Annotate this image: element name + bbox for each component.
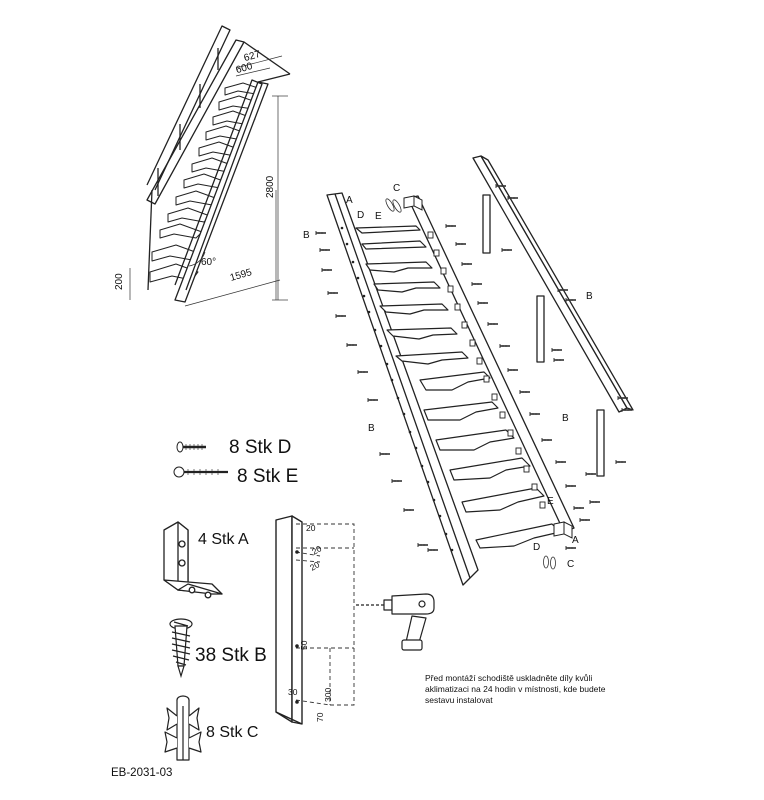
label-a-top: A [346,195,353,206]
exploded-left-stringer-holes [340,226,454,552]
part-d-screw [176,441,206,453]
document-code: EB-2031-03 [111,767,173,779]
note-line: aklimatizaci na 24 hodin v místnosti, kd… [425,684,606,694]
drill-template-board [275,515,303,725]
label-b-right-top: B [586,291,593,302]
exploded-treads [355,225,561,549]
drill-dim-300: 300 [323,687,333,702]
exploded-handrail [472,155,634,477]
part-d-label: 8 Stk D [229,437,292,458]
acclimatization-note: Před montáží schodiště uskladněte díly k… [425,673,625,706]
note-line: sestavu instalovat [425,695,493,705]
overview-stair [146,25,291,303]
part-a-label: 4 Stk A [198,531,249,548]
part-b-screw [169,618,193,679]
part-a-bracket [163,521,223,599]
label-d-bottom: D [533,542,541,553]
note-line: Před montáží schodiště uskladněte díly k… [425,673,593,683]
drill-template-holes [295,550,299,704]
label-a-bottom: A [572,535,579,546]
exploded-right-stringer-slots [427,231,546,509]
label-b-left-mid: B [368,423,375,434]
part-c-label: 8 Stk C [206,724,259,741]
part-e-screw [173,466,228,478]
drill-dim-70: 70 [315,712,325,722]
exploded-dowels [385,198,556,570]
drill-dim-30: 30 [288,687,298,697]
exploded-brackets [403,195,573,539]
label-d-top: D [357,210,365,221]
part-e-label: 8 Stk E [237,466,299,487]
part-c-dowel [164,695,202,761]
overview-dim-2800: 2800 [265,175,276,198]
overview-dimensions [129,55,288,307]
label-e-top: E [375,211,382,222]
drill-dim-50: 50 [299,640,309,650]
exploded-fasteners [315,183,633,553]
power-drill-icon [356,593,435,651]
part-b-label: 38 Stk B [195,645,267,666]
overview-dim-200: 200 [114,273,125,290]
overview-dim-angle: 60° [201,257,217,268]
label-c-bottom: C [567,559,575,570]
exploded-left-stringer [326,192,479,586]
label-e-bottom: E [547,496,554,507]
drill-template-guides [295,523,355,706]
label-b-right-mid: B [562,413,569,424]
drill-dim-20-top: 20 [306,523,316,533]
label-b-left-top: B [303,230,310,241]
label-c-top: C [393,183,401,194]
